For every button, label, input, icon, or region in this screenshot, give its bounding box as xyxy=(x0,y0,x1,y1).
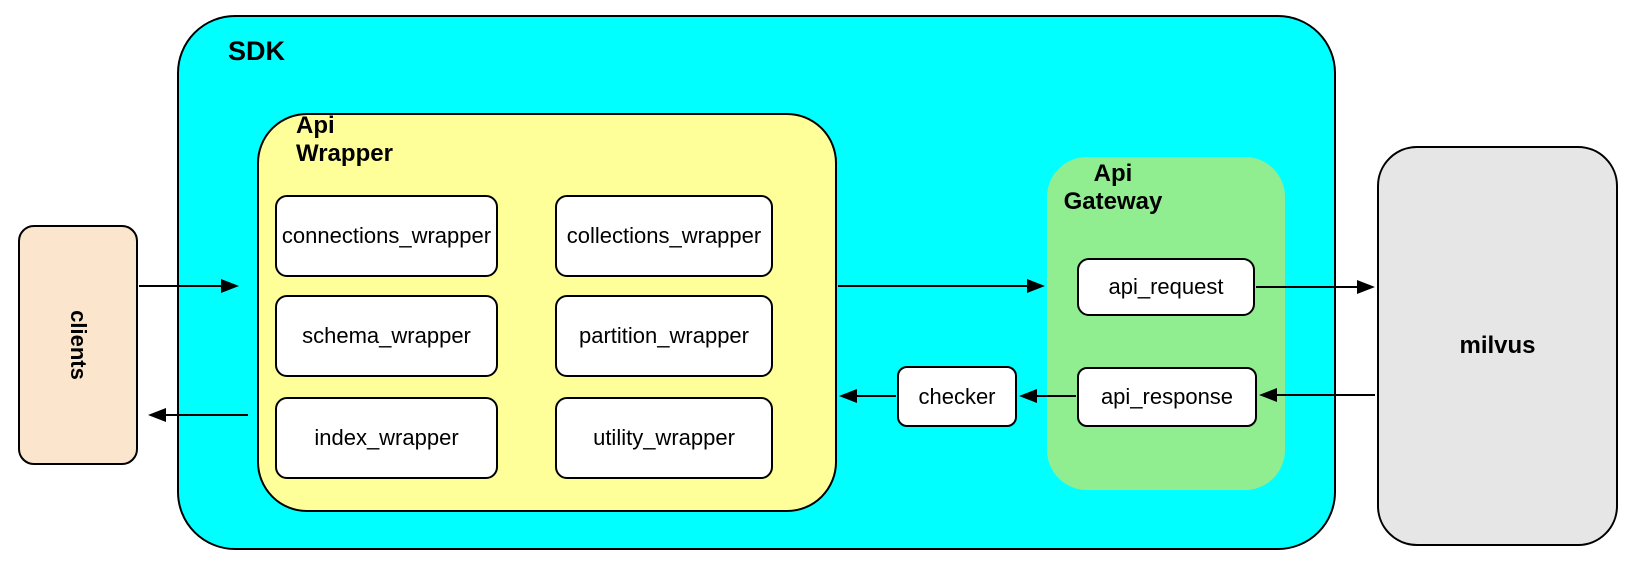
arrow-api-request-to-milvus xyxy=(1256,280,1375,294)
arrow-shaft xyxy=(838,285,1031,287)
arrow-clients-to-api-wrapper xyxy=(139,279,239,293)
arrow-shaft xyxy=(139,285,225,287)
arrow-shaft xyxy=(1033,395,1076,397)
clients-label: clients xyxy=(65,310,91,380)
arrow-api-wrapper-to-clients xyxy=(148,408,248,422)
arrow-shaft xyxy=(162,414,248,416)
node-checker: checker xyxy=(897,366,1017,427)
arrow-shaft xyxy=(1256,286,1361,288)
arrow-shaft xyxy=(853,395,896,397)
arrow-milvus-to-api-response xyxy=(1259,388,1375,402)
node-api-response: api_response xyxy=(1077,367,1257,427)
api-gateway-container xyxy=(1047,157,1285,490)
arrow-shaft xyxy=(1273,394,1375,396)
node-utility-wrapper: utility_wrapper xyxy=(555,397,773,479)
node-schema-wrapper: schema_wrapper xyxy=(275,295,498,377)
arrow-api-response-to-checker xyxy=(1019,389,1076,403)
api-wrapper-label: Api Wrapper xyxy=(296,112,393,168)
arrow-head-icon xyxy=(1019,389,1037,403)
clients-container: clients xyxy=(18,225,138,465)
sdk-label: SDK xyxy=(228,36,286,66)
node-api-request: api_request xyxy=(1077,258,1255,316)
node-connections-wrapper: connections_wrapper xyxy=(275,195,498,277)
milvus-label: milvus xyxy=(1459,332,1536,359)
arrow-head-icon xyxy=(221,279,239,293)
arrow-checker-to-api-wrapper xyxy=(839,389,896,403)
node-index-wrapper: index_wrapper xyxy=(275,397,498,479)
arrow-head-icon xyxy=(1259,388,1277,402)
node-collections-wrapper: collections_wrapper xyxy=(555,195,773,277)
api-gateway-label: Api Gateway xyxy=(1063,160,1163,216)
arrow-head-icon xyxy=(1027,279,1045,293)
node-partition-wrapper: partition_wrapper xyxy=(555,295,773,377)
arrow-head-icon xyxy=(148,408,166,422)
milvus-container: milvus xyxy=(1377,146,1618,546)
arrow-head-icon xyxy=(839,389,857,403)
arrow-head-icon xyxy=(1357,280,1375,294)
arrow-api-wrapper-to-api-gateway xyxy=(838,279,1045,293)
